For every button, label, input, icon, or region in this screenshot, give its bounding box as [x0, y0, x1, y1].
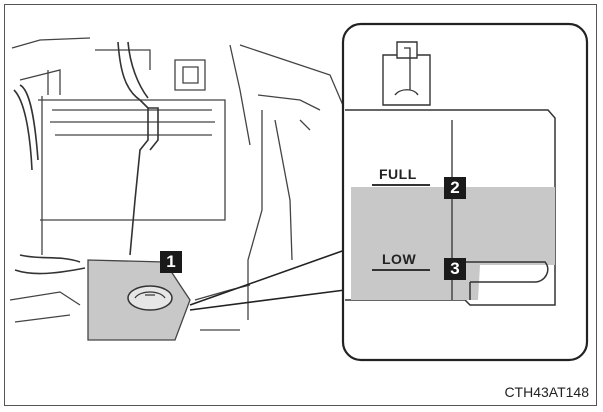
callout-2: 2: [444, 177, 466, 199]
callout-1: 1: [160, 251, 182, 273]
wiring-harness: [13, 41, 159, 275]
fluid-level: [351, 187, 555, 300]
callout-3: 3: [444, 258, 466, 280]
figure-code: CTH43AT148: [504, 384, 589, 400]
reservoir-cap: [127, 285, 173, 311]
full-label: FULL: [379, 166, 417, 182]
low-label: LOW: [382, 251, 417, 267]
engine-bay-structure: [9, 37, 346, 331]
reservoir-detail: [345, 41, 556, 306]
zoom-connector-line: [189, 249, 346, 306]
zoom-connector-line: [189, 289, 346, 311]
